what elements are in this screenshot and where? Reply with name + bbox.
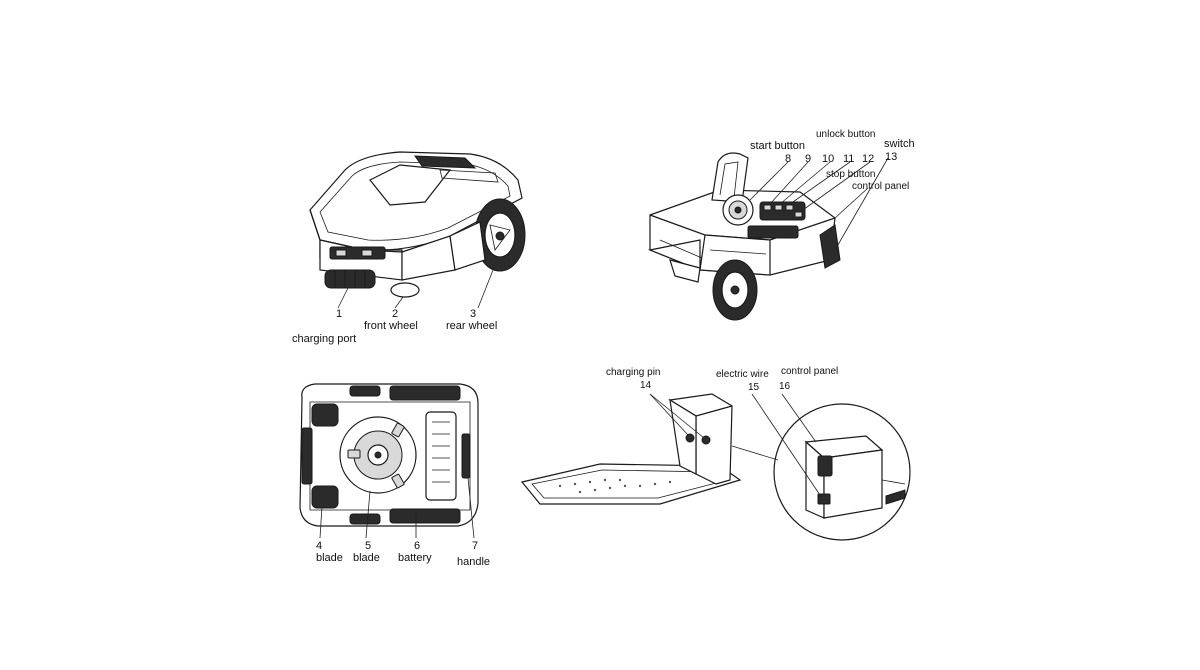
label-control-panel-mower: control panel [852,181,910,192]
label-charging-port: charging port [292,333,357,345]
label-blade-5: blade [353,552,380,564]
label-front-wheel: front wheel [364,320,418,332]
label-number-5: 5 [365,540,372,552]
label-switch: switch [884,138,915,150]
label-start-button: start button [750,140,806,152]
label-number-13: 13 [885,151,898,163]
label-control-panel-dock: control panel [781,366,839,377]
label-number-2: 2 [392,308,399,320]
label-battery: battery [398,552,432,564]
mower-front-view [309,151,526,309]
mower-bottom-view [299,383,479,539]
label-number-9: 9 [805,153,812,165]
label-number-11: 11 [843,153,855,165]
label-number-7: 7 [472,540,479,552]
label-handle: handle [457,556,491,568]
mower-rear-view [647,152,889,321]
label-stop-button: stop button [826,169,876,180]
label-number-14: 14 [640,380,652,391]
label-number-12: 12 [862,153,875,165]
label-number-8: 8 [785,153,792,165]
label-number-4: 4 [316,540,323,552]
label-number-1: 1 [336,308,343,320]
label-electric-wire: electric wire [716,369,769,380]
label-rear-wheel: rear wheel [446,320,498,332]
label-number-10: 10 [822,153,835,165]
label-number-15: 15 [748,382,760,393]
label-unlock-button: unlock button [816,129,876,140]
label-number-16: 16 [779,381,791,392]
label-blade-4: blade [316,552,343,564]
label-charging-pin: charging pin [606,367,661,378]
label-number-3: 3 [470,308,477,320]
label-number-6: 6 [414,540,421,552]
charging-dock-view [520,393,911,541]
